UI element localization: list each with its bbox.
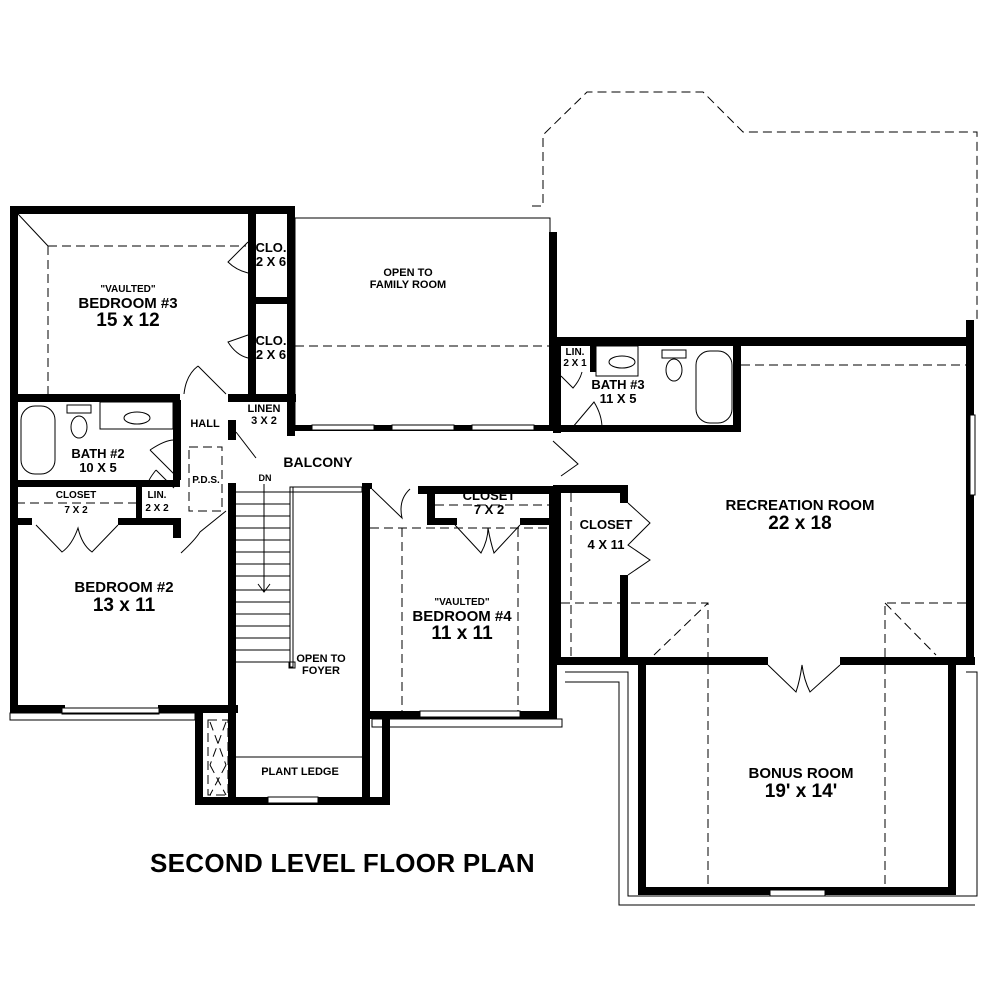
stairs-down-label: DN xyxy=(258,473,272,483)
room-recreation: RECREATION ROOM 22 x 18 xyxy=(725,497,875,534)
balcony-label: BALCONY xyxy=(283,454,353,470)
room-lin-3: LIN. 2 X 1 xyxy=(563,347,587,369)
plan-title: SECOND LEVEL FLOOR PLAN xyxy=(150,848,535,878)
room-bedroom-2: BEDROOM #2 13 x 11 xyxy=(74,579,174,616)
room-bath-2: BATH #2 10 X 5 xyxy=(71,446,125,475)
room-dim: 15 x 12 xyxy=(96,310,160,332)
staircase xyxy=(236,484,296,669)
room-closet-2: CLO. 2 X 6 xyxy=(255,333,287,362)
room-bedroom-4: "VAULTED" BEDROOM #4 11 x 11 xyxy=(412,597,512,645)
plant-ledge-label: PLANT LEDGE xyxy=(261,766,339,778)
room-hall: HALL xyxy=(190,418,220,430)
room-closet-bedroom-4: CLOSET 7 X 2 xyxy=(462,488,516,517)
doors-and-fixtures xyxy=(20,241,841,796)
open-to-foyer: OPEN TO FOYER xyxy=(296,653,346,677)
walls xyxy=(9,206,978,906)
room-closet-1: CLO. 2 X 6 xyxy=(255,240,287,269)
vault-lines xyxy=(16,213,966,887)
room-closet-bedroom-2: CLOSET 7 X 2 xyxy=(55,490,97,516)
open-to-family-room: OPEN TO FAMILY ROOM xyxy=(369,267,447,291)
vaulted-note: "VAULTED" xyxy=(100,284,156,295)
room-bonus: BONUS ROOM 19' x 14' xyxy=(748,765,854,802)
roof-outline xyxy=(530,91,978,322)
room-name: BEDROOM #3 xyxy=(78,294,178,312)
room-linen: LINEN 3 X 2 xyxy=(247,403,281,427)
room-closet-recreation: CLOSET 4 X 11 xyxy=(579,517,633,552)
room-bath-3: BATH #3 11 X 5 xyxy=(591,377,645,406)
room-bedroom-3: "VAULTED" BEDROOM #3 15 x 12 xyxy=(78,284,178,332)
room-lin-2: LIN. 2 X 2 xyxy=(145,490,169,514)
pds-label: P.D.S. xyxy=(192,475,220,486)
